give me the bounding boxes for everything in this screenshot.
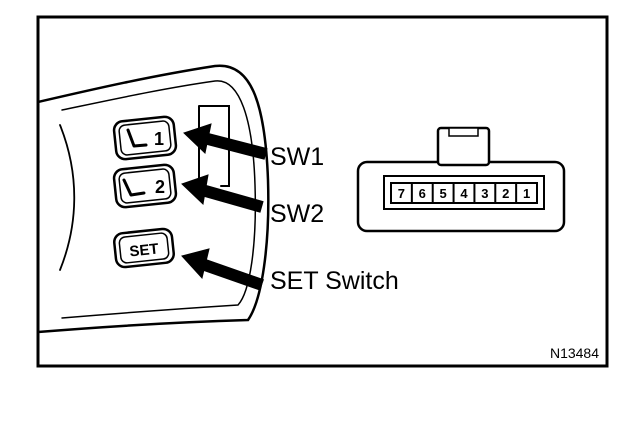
sw1-arrow (183, 123, 268, 160)
figure-id: N13484 (550, 345, 599, 361)
sw2-switch-button: 2 (112, 163, 178, 209)
pin-number: 1 (523, 186, 530, 201)
connector-pin-5: 5 (431, 183, 447, 203)
sw2-label: SW2 (270, 200, 324, 228)
set-button-label: SET (129, 241, 160, 261)
pin-number: 3 (481, 186, 488, 201)
bezel-inner-edge (61, 80, 257, 319)
bezel-outer-edge (36, 64, 270, 334)
pin-number: 7 (398, 186, 405, 201)
pin-number: 6 (419, 186, 426, 201)
connector-pin-4: 4 (452, 183, 468, 203)
pin-number: 5 (440, 186, 447, 201)
set-switch-label: SET Switch (270, 267, 399, 295)
connector-pin-3: 3 (473, 183, 488, 203)
sw1-switch-button: 1 (112, 115, 178, 161)
seat-icon (126, 128, 148, 148)
connector-lock-slot (448, 127, 479, 137)
sw2-button-label: 2 (155, 177, 165, 197)
seat-icon (122, 178, 146, 197)
set-switch-arrow (181, 248, 264, 291)
panel-left-curve (59, 124, 76, 271)
pin-number: 4 (460, 186, 468, 201)
sw1-button-label: 1 (154, 129, 164, 149)
pin-number: 2 (502, 186, 509, 201)
sw1-label: SW1 (270, 143, 324, 171)
callout-arrows (181, 123, 268, 291)
connector-pin-row (390, 182, 538, 204)
connector-pin-7: 7 (398, 186, 405, 201)
connector-pin-6: 6 (410, 183, 426, 203)
connector-pin-2: 2 (494, 183, 509, 203)
sw2-arrow (181, 174, 264, 213)
set-switch-button: SET (113, 227, 175, 269)
connector-pin-1: 1 (515, 183, 530, 203)
